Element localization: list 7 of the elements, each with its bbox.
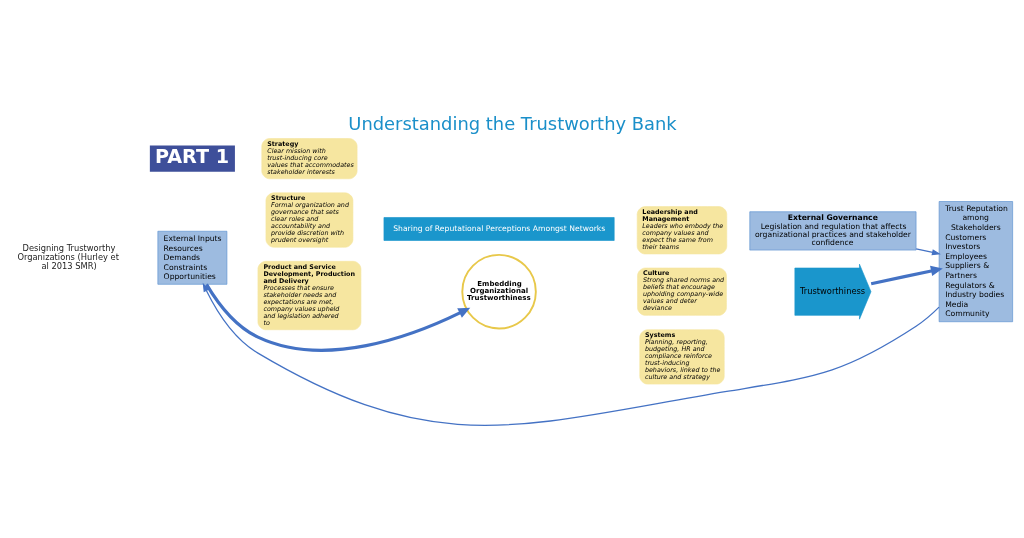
label: Designing Trustworthy Organizations (Hurley et al 2013 SMR) (16, 242, 119, 271)
label: PART 1 (154, 144, 229, 168)
arrow (204, 283, 470, 352)
diagram-title: Understanding the Trustworthy Bank (347, 112, 677, 134)
arrow (915, 247, 941, 255)
arrow (202, 282, 940, 426)
arrow (870, 265, 943, 285)
